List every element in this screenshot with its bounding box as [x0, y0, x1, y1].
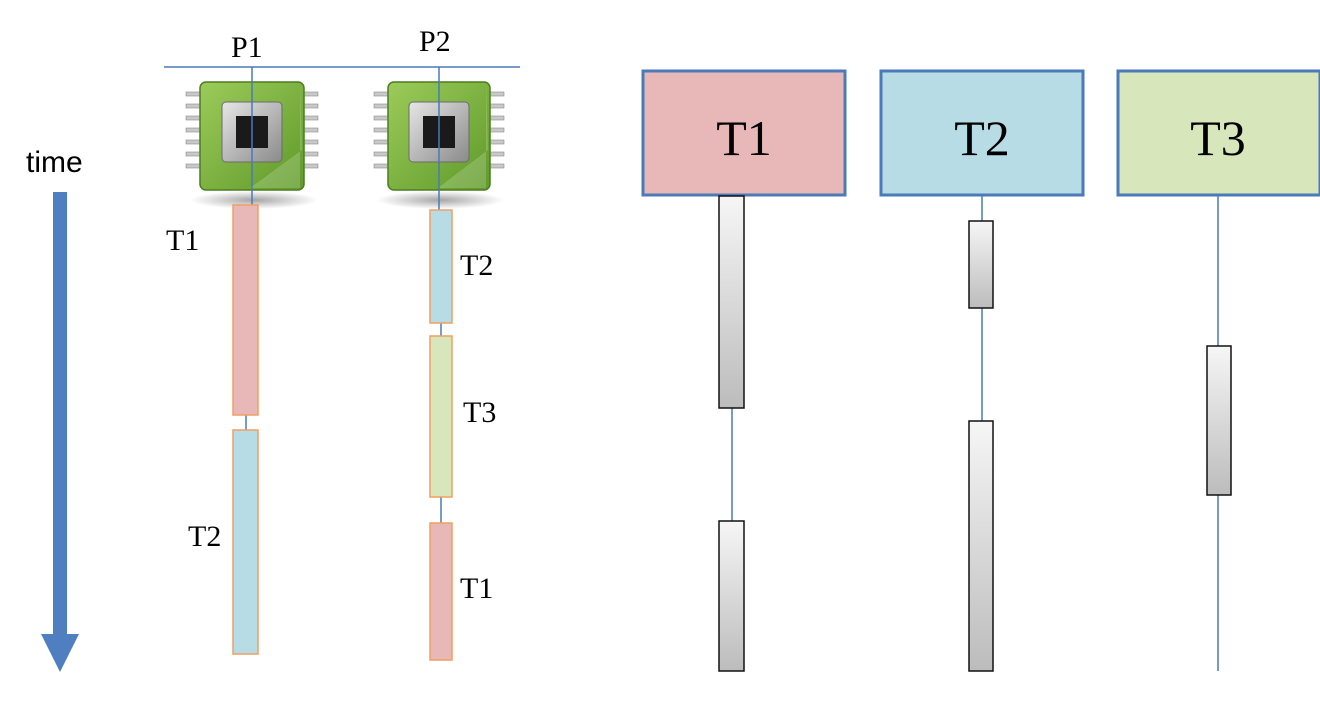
thread-header-label: T2 — [954, 110, 1010, 166]
thread-header — [1116, 69, 1320, 197]
time-label: time — [26, 146, 83, 179]
activation-bar — [968, 220, 994, 309]
thread-t3-lifeline: T3 — [1116, 69, 1320, 671]
segment-p1-t2 — [232, 429, 259, 655]
segment-p2-t1 — [429, 522, 453, 661]
segment-p2-t2 — [429, 209, 453, 324]
thread-t1-lifeline: T1 — [641, 69, 847, 672]
processor-p2: P2 T2 T3 T1 — [373, 25, 505, 661]
thread-header-label: T1 — [716, 110, 772, 166]
segment-label: T1 — [166, 224, 199, 257]
thread-t2-lifeline: T2 — [879, 69, 1085, 672]
activation-bar — [718, 195, 745, 409]
processor-p1: P1 T1 T2 — [166, 31, 319, 655]
processor-label: P2 — [419, 25, 451, 58]
processor-label: P1 — [231, 31, 263, 64]
segment-label: T2 — [188, 520, 221, 553]
thread-header — [641, 69, 847, 197]
activation-bar — [968, 420, 994, 672]
time-arrow-icon — [41, 192, 79, 672]
segment-label: T3 — [463, 396, 496, 429]
time-axis: time — [26, 146, 83, 672]
thread-header-label: T3 — [1190, 110, 1246, 166]
segment-p1-t1 — [232, 204, 259, 416]
segment-label: T1 — [460, 572, 493, 605]
activation-bar — [718, 520, 745, 672]
activation-bar — [1206, 345, 1232, 496]
segment-p2-t3 — [429, 335, 453, 498]
thread-header — [879, 69, 1085, 197]
segment-label: T2 — [460, 249, 493, 282]
